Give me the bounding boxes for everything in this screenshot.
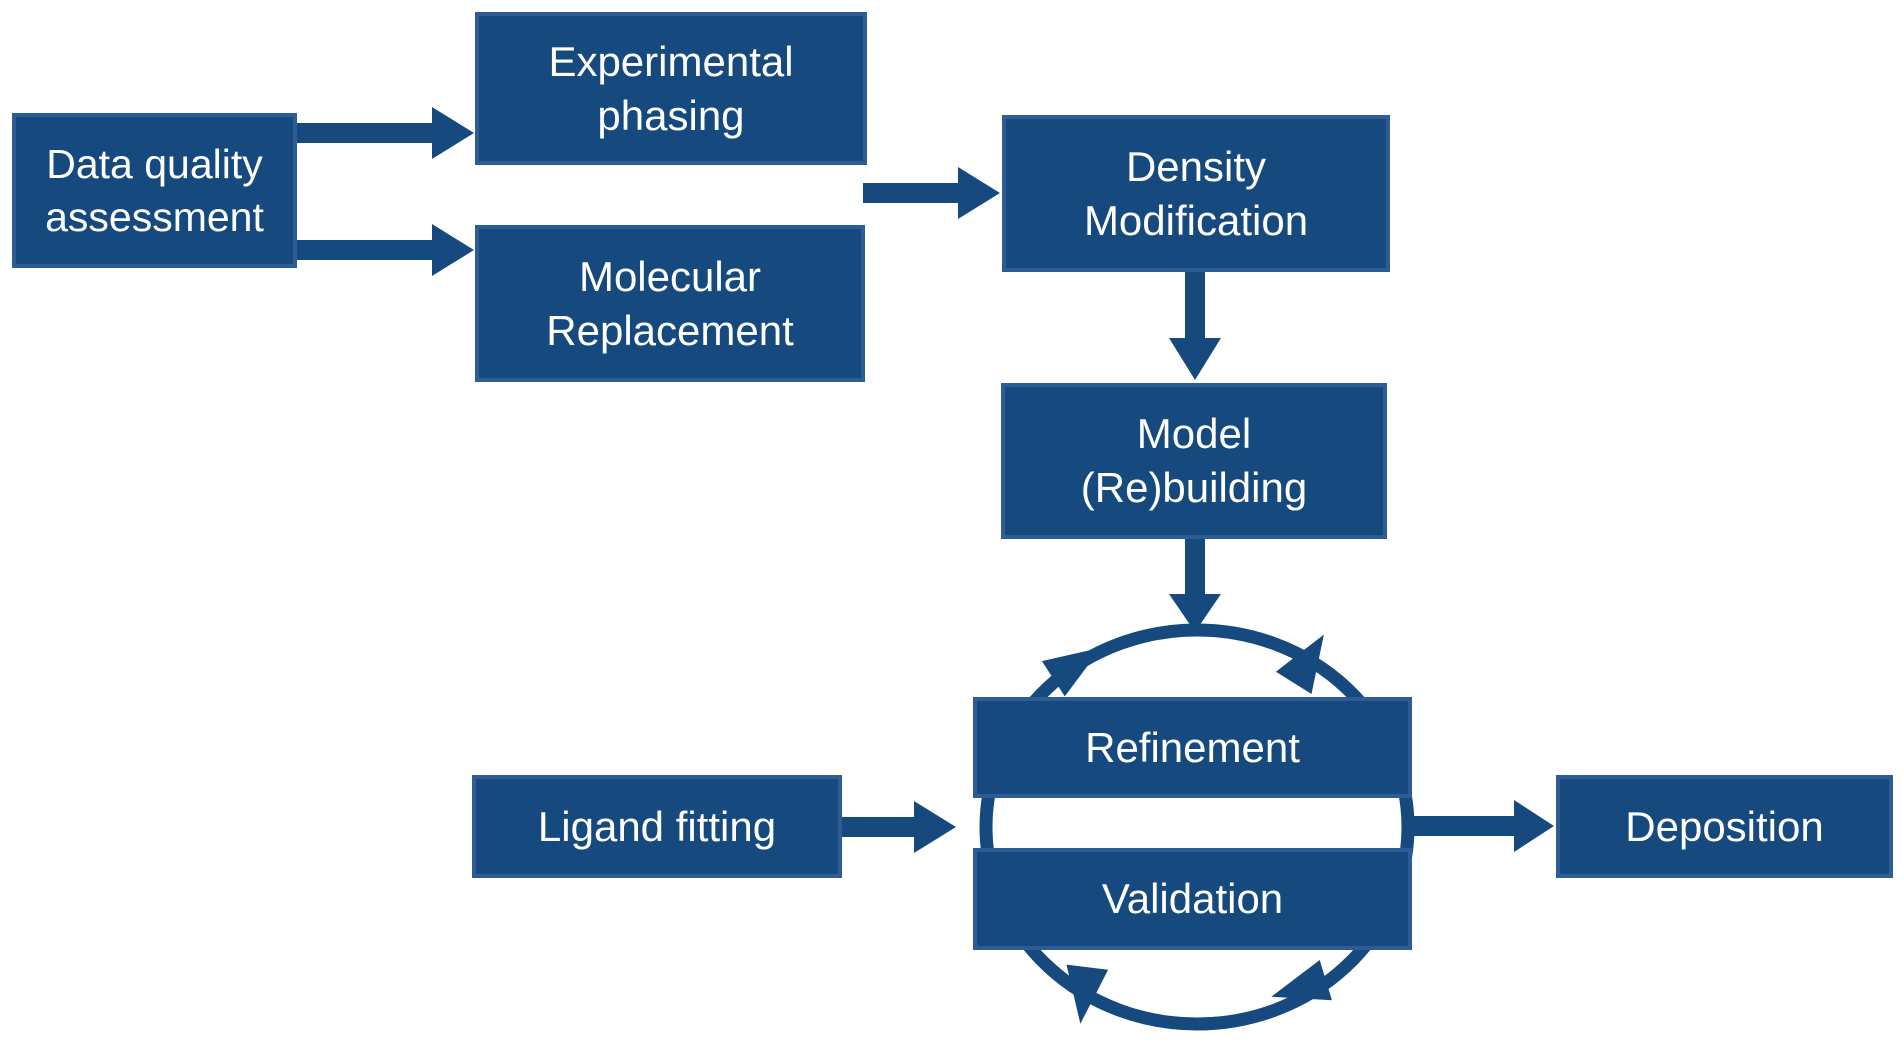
cycle-circle: [979, 623, 1415, 1031]
arrow-cycle-to-deposition: [1412, 800, 1554, 852]
cycle-arrowhead-bottom-right-icon: [1271, 960, 1332, 1001]
arrow-data-quality-to-molecular-replacement: [297, 224, 474, 276]
node-label: Data quality assessment: [45, 141, 264, 240]
node-model-rebuilding: Model (Re)building: [1001, 383, 1387, 539]
node-molecular-replacement: Molecular Replacement: [475, 225, 865, 382]
node-validation: Validation: [973, 848, 1412, 950]
cycle-arrowhead-bottom-left-icon: [1066, 964, 1109, 1024]
cycle-arrowhead-top-right-icon: [1275, 634, 1324, 695]
node-label: Ligand fitting: [537, 802, 777, 850]
arrow-phasing-to-density-modification: [863, 167, 1000, 219]
node-label: Deposition: [1625, 802, 1824, 850]
node-refinement: Refinement: [973, 697, 1412, 798]
node-label: Validation: [1101, 875, 1284, 923]
arrow-data-quality-to-experimental-phasing: [297, 107, 474, 159]
node-label: Molecular Replacement: [546, 252, 794, 354]
node-density-modification: Density Modification: [1002, 115, 1390, 272]
arrow-density-modification-to-model-rebuilding: [1169, 272, 1221, 380]
arrow-model-rebuilding-to-cycle: [1169, 539, 1221, 632]
node-label: Model (Re)building: [1080, 410, 1308, 511]
cycle-arrowhead-top-left-icon: [1041, 647, 1102, 697]
node-label: Density Modification: [1083, 142, 1309, 244]
node-data-quality-assessment: Data quality assessment: [12, 113, 297, 268]
node-deposition: Deposition: [1556, 775, 1893, 878]
node-experimental-phasing: Experimental phasing: [475, 12, 867, 165]
arrow-ligand-fitting-to-cycle: [842, 801, 956, 853]
node-label: Experimental phasing: [548, 37, 794, 139]
node-ligand-fitting: Ligand fitting: [472, 775, 842, 878]
node-label: Refinement: [1085, 723, 1300, 771]
